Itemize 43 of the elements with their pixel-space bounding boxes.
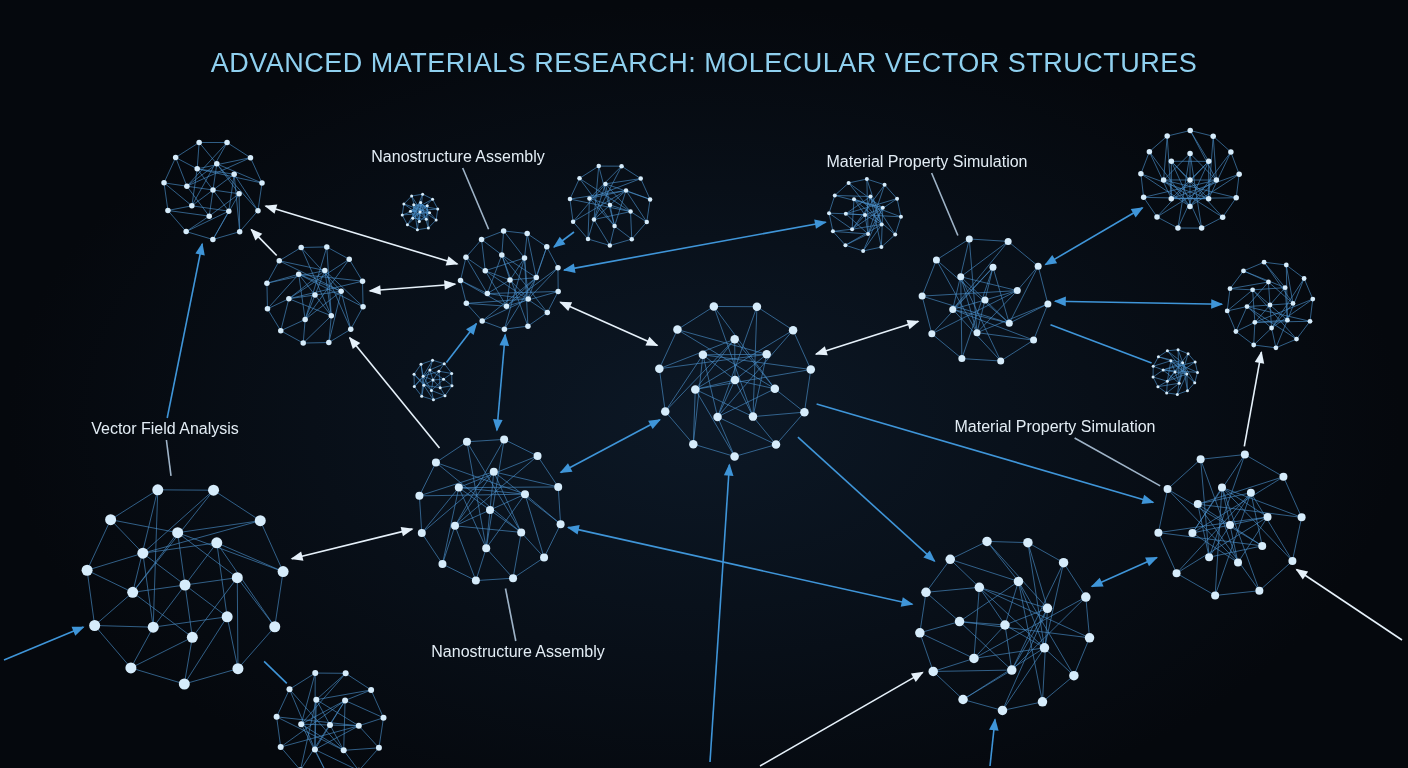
molecular-network-drawing	[1150, 347, 1200, 397]
arrow	[290, 527, 414, 561]
arrow	[553, 231, 575, 248]
arrow	[559, 301, 659, 347]
annotation-label: Nanostructure Assembly	[371, 148, 545, 166]
connector-line	[263, 660, 288, 685]
molecular-network-drawing	[1222, 257, 1318, 353]
leader-line	[504, 587, 517, 642]
arrow	[1044, 207, 1144, 266]
arrow	[815, 403, 1155, 505]
arrow	[566, 525, 914, 607]
arrow	[1243, 351, 1265, 448]
connector-line	[1049, 324, 1153, 364]
arrow	[250, 228, 278, 257]
annotation-label: Material Property Simulation	[954, 418, 1156, 436]
arrow	[166, 242, 205, 419]
arrow	[1295, 568, 1403, 641]
annotation-label: Vector Field Analysis	[91, 420, 239, 438]
molecular-network-drawing	[825, 175, 905, 255]
molecular-network-drawing	[400, 192, 440, 232]
annotation-label: Material Property Simulation	[826, 153, 1028, 171]
leader-line	[930, 172, 959, 237]
arrow	[814, 320, 920, 356]
arrow	[797, 436, 936, 562]
molecular-network-drawing	[411, 358, 455, 402]
arrow	[264, 204, 459, 266]
title: ADVANCED MATERIALS RESEARCH: MOLECULAR VECTOR STRUCTURES	[210, 48, 1198, 79]
arrow	[989, 718, 999, 767]
leader-line	[461, 167, 490, 231]
arrow	[1090, 556, 1158, 588]
annotation-label: Nanostructure Assembly	[431, 643, 605, 661]
arrow	[559, 419, 661, 474]
arrow	[3, 626, 85, 661]
arrow	[368, 280, 457, 295]
leader-line	[165, 439, 172, 477]
arrow	[562, 219, 827, 273]
arrow	[759, 671, 924, 767]
arrow	[348, 336, 441, 449]
arrow	[1053, 296, 1224, 309]
leader-line	[1073, 437, 1161, 487]
arrow	[445, 322, 478, 364]
arrow	[709, 463, 734, 763]
arrow	[493, 333, 510, 432]
